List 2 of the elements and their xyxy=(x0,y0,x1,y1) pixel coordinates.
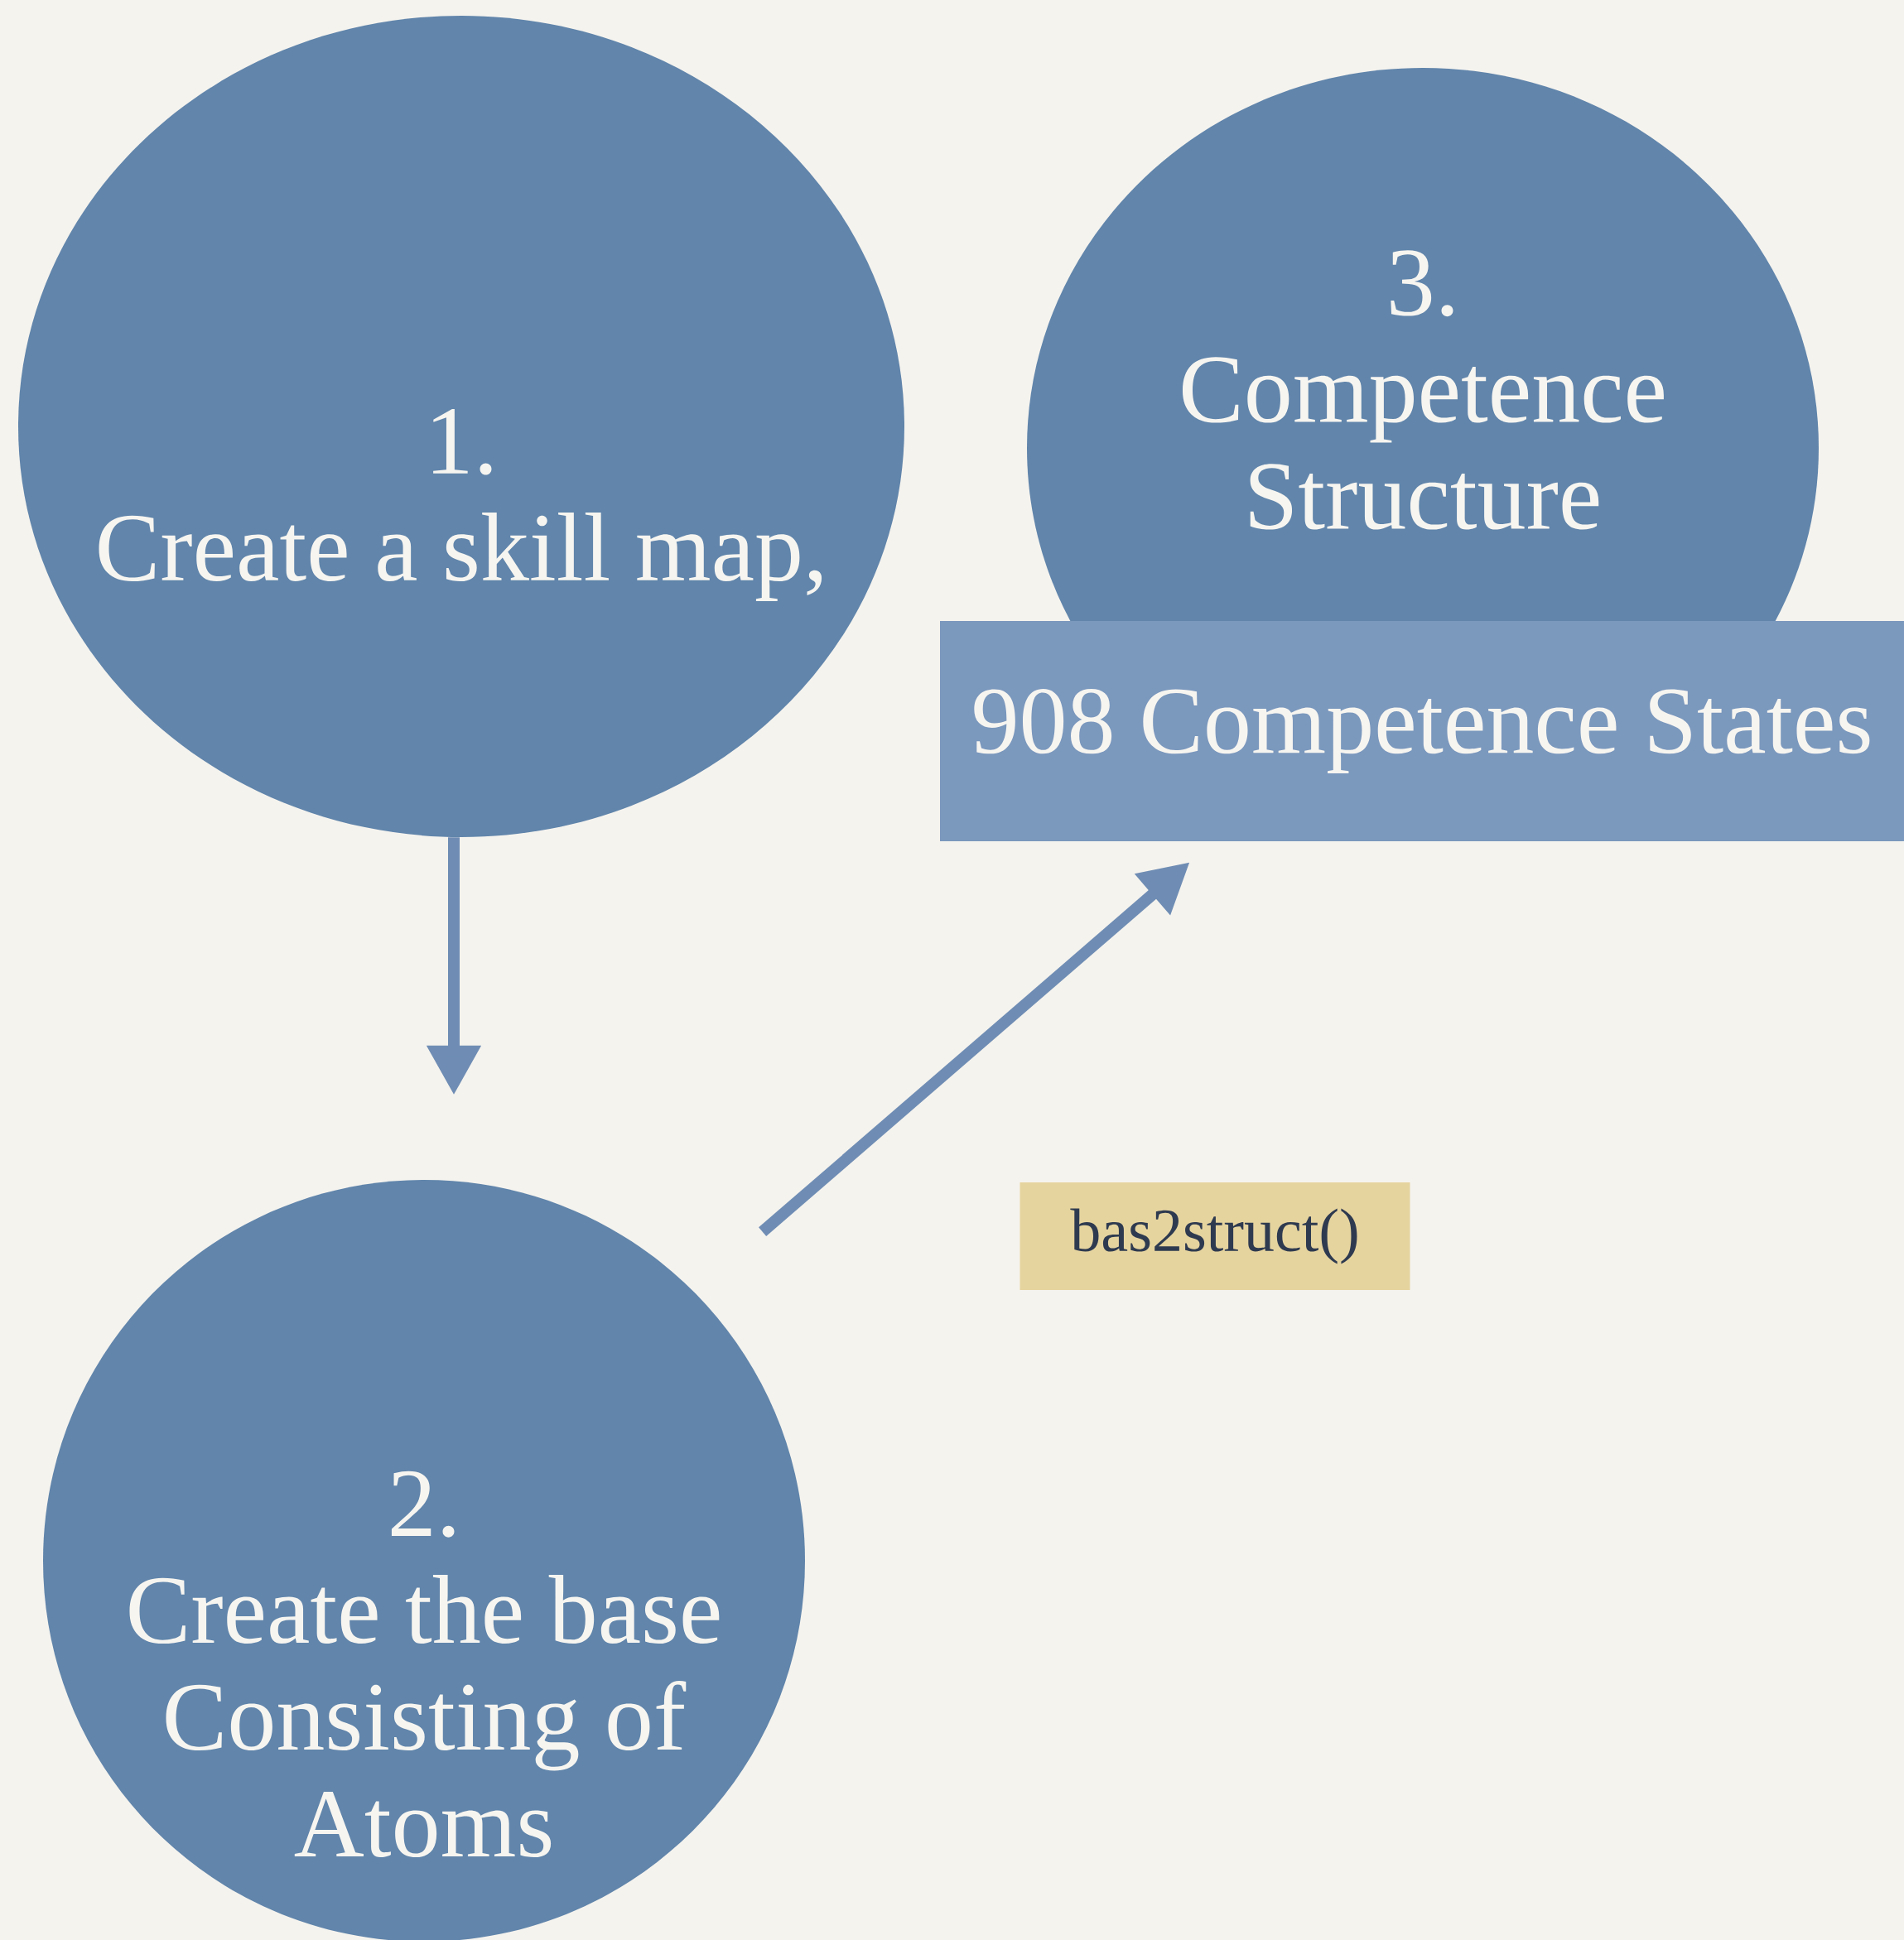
label-box: 908 Competence States xyxy=(940,621,1904,841)
label-box: bas2struct() xyxy=(1019,1182,1410,1290)
